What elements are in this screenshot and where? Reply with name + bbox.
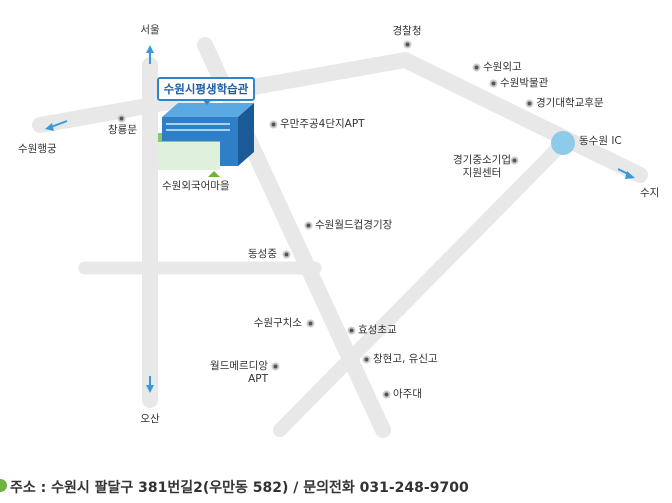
landmark-dot-icon bbox=[304, 221, 313, 230]
destination-callout: 수원시평생학습관 bbox=[157, 77, 255, 101]
place-label-kyonggi-univ: 경기대학교후문 bbox=[536, 97, 604, 109]
direction-arrows bbox=[45, 45, 635, 393]
place-label-suji: 수지 bbox=[640, 187, 660, 199]
road-to-suji bbox=[397, 52, 648, 183]
arrow-haenggung-icon bbox=[50, 120, 68, 128]
place-label-umanjugong: 우만주공4단지APT bbox=[280, 118, 365, 130]
place-label-suwon-guchiso: 수원구치소 bbox=[253, 317, 302, 329]
building-illustration bbox=[158, 103, 254, 177]
address-footer: 주소 : 수원시 팔달구 381번길2(우만동 582) / 문의전화 031-… bbox=[0, 477, 672, 497]
landmark-dot-icon bbox=[306, 319, 315, 328]
landmark-dot-icon bbox=[382, 390, 391, 399]
callout-pointer bbox=[202, 99, 212, 105]
landmark-dot-icon bbox=[525, 99, 534, 108]
place-label-changhyeon: 창현고, 유신고 bbox=[373, 353, 438, 365]
place-label-suwon-oego: 수원외고 bbox=[483, 61, 522, 73]
landmark-dot-icon bbox=[362, 355, 371, 364]
place-label-dongsuwon-ic: 동수원 IC bbox=[579, 135, 622, 147]
landmark-dot-icon bbox=[489, 79, 498, 88]
bullet-icon bbox=[0, 479, 7, 492]
place-label-dongseongjung: 동성중 bbox=[248, 248, 277, 260]
place-label-world-cup: 수원월드컵경기장 bbox=[315, 219, 393, 231]
landmark-dot-icon bbox=[269, 120, 278, 129]
landmark-dot-icon bbox=[117, 114, 126, 123]
landmark-dot-icon bbox=[510, 156, 519, 165]
place-label-hyoseong: 효성초교 bbox=[358, 324, 397, 336]
place-label-ajou: 아주대 bbox=[393, 388, 422, 400]
landmark-dot-icon bbox=[347, 326, 356, 335]
road-ic-southwest bbox=[273, 136, 570, 437]
place-label-suwon-museum: 수원박물관 bbox=[500, 77, 549, 89]
place-label-world-meridian: 월드메르디앙 APT bbox=[210, 360, 268, 385]
place-label-oegukeo-maeul: 수원외국어마을 bbox=[162, 180, 230, 192]
landmark-dot-icon bbox=[403, 40, 412, 49]
place-label-changnyongmun: 창룡문 bbox=[108, 124, 137, 136]
place-label-seoul: 서울 bbox=[140, 24, 160, 36]
place-label-suwon-haenggung: 수원행궁 bbox=[18, 143, 57, 155]
landmark-dot-icon bbox=[271, 362, 280, 371]
dongsuwon-ic-marker bbox=[551, 131, 575, 155]
place-label-osan: 오산 bbox=[140, 413, 160, 425]
address-text: 주소 : 수원시 팔달구 381번길2(우만동 582) / 문의전화 031-… bbox=[10, 480, 469, 496]
landmark-dot-icon bbox=[472, 63, 481, 72]
landmark-dot-icon bbox=[282, 250, 291, 259]
place-label-gyeonggi-sme: 경기중소기업 지원센터 bbox=[453, 154, 511, 179]
destination-title: 수원시평생학습관 bbox=[163, 82, 249, 96]
place-label-gyeongchalcheong: 경찰청 bbox=[392, 25, 422, 37]
